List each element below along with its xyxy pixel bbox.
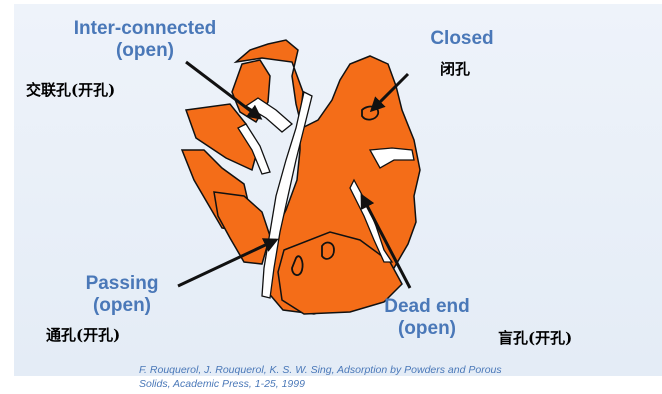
passing-label-line2: (open)	[76, 295, 168, 317]
passing-cn-label: 通孔(开孔)	[46, 324, 120, 345]
interconnected-label-line2: (open)	[50, 40, 240, 62]
closed-label: Closed	[418, 28, 506, 50]
deadend-label-line2: (open)	[368, 318, 486, 340]
deadend-cn-label: 盲孔(开孔)	[498, 327, 572, 348]
citation-line1: F. Rouquerol, J. Rouquerol, K. S. W. Sin…	[139, 363, 502, 377]
deadend-label: Dead end (open)	[368, 296, 486, 340]
citation: F. Rouquerol, J. Rouquerol, K. S. W. Sin…	[139, 363, 502, 391]
interconnected-cn-label: 交联孔(开孔)	[26, 79, 115, 100]
closed-pore-3	[322, 243, 334, 259]
deadend-label-line1: Dead end	[368, 296, 486, 318]
interconnected-label: Inter-connected (open)	[50, 18, 240, 62]
passing-label-line1: Passing	[76, 273, 168, 295]
citation-line2: Solids, Academic Press, 1-25, 1999	[139, 377, 502, 391]
closed-pore-1	[362, 107, 378, 120]
passing-label: Passing (open)	[76, 273, 168, 317]
closed-cn-label: 闭孔	[440, 58, 470, 79]
interconnected-label-line1: Inter-connected	[50, 18, 240, 40]
